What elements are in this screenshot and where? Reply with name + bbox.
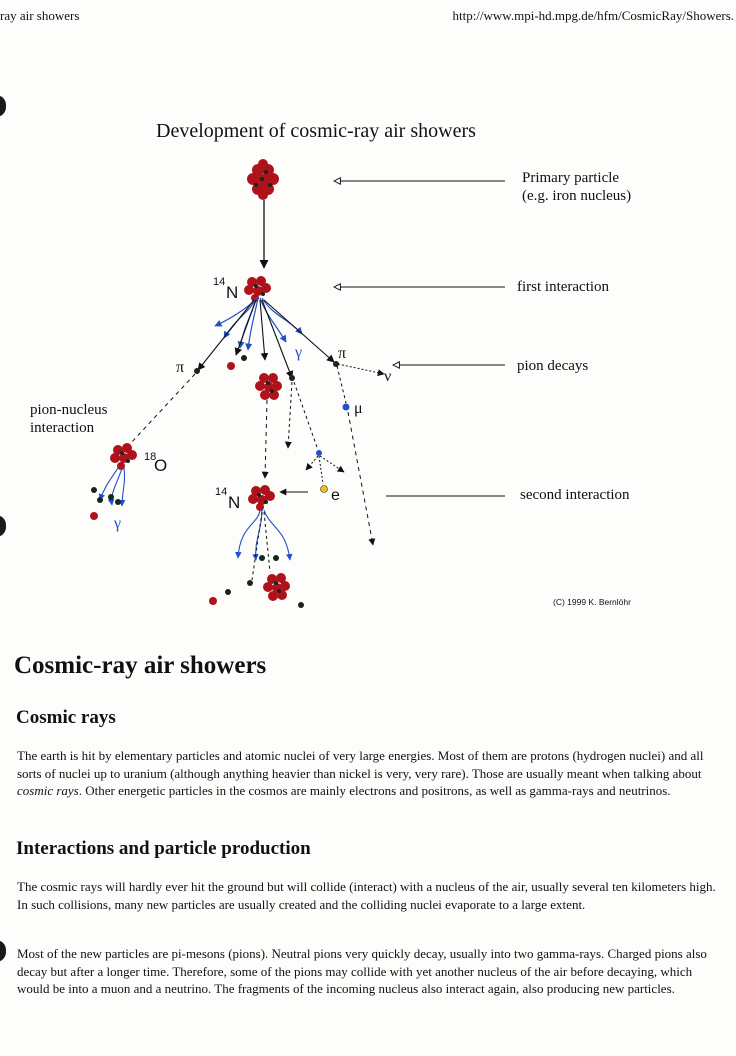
dark-particle	[115, 499, 121, 505]
gamma-label-upper: γ	[294, 344, 302, 361]
dashed-secondary-track	[293, 381, 319, 451]
section-heading-cosmic-rays: Cosmic rays	[16, 707, 116, 728]
n14-mass-number: 14	[213, 276, 225, 288]
muon-track	[336, 365, 347, 404]
muon-continuation-track	[347, 411, 376, 546]
section-heading-interactions: Interactions and particle production	[16, 838, 311, 859]
article-title: Cosmic-ray air showers	[14, 652, 267, 679]
label-pion-nucleus-line2: interaction	[30, 420, 95, 436]
dark-particle	[316, 450, 322, 456]
neutrino-track	[337, 363, 385, 377]
dark-particle	[241, 355, 247, 361]
dark-particle	[247, 580, 253, 586]
neutrino-label: ν	[384, 368, 391, 385]
first-interaction-gamma-rays	[214, 297, 303, 351]
dark-particle	[289, 375, 295, 381]
dashed-secondary-track	[305, 455, 319, 471]
binder-hole-mark	[0, 95, 6, 117]
emphasis-cosmic-rays: cosmic rays	[17, 783, 79, 798]
second-interaction-tracks	[251, 511, 271, 581]
binder-hole-mark	[0, 515, 6, 537]
paragraph-interactions-1: The cosmic rays will hardly ever hit the…	[17, 879, 716, 912]
pion-particle	[194, 368, 200, 374]
n14-element-symbol: N	[226, 283, 238, 302]
n14-second-element-symbol: N	[228, 493, 240, 512]
dark-particle	[298, 602, 304, 608]
dark-particle	[225, 589, 231, 595]
page-header-title: ray air showers	[0, 8, 80, 23]
first-interaction-tracks	[197, 299, 335, 379]
dashed-secondary-track	[319, 455, 345, 473]
dark-particle	[97, 497, 103, 503]
copyright-notice: (C) 1999 K. Bernlöhr	[553, 597, 631, 607]
air-shower-diagram: Development of cosmic-ray air showers Pr…	[30, 120, 631, 608]
pion-to-oxygen-track	[129, 373, 196, 445]
dark-particle	[91, 487, 97, 493]
dashed-secondary-track	[284, 381, 293, 449]
electron-track	[318, 455, 324, 485]
pion-particle	[333, 361, 339, 367]
electron-particle	[320, 485, 328, 493]
nucleus-fragment-cluster	[255, 373, 282, 400]
final-fragment-cluster	[263, 573, 290, 601]
dark-particle	[108, 494, 114, 500]
label-pion-nucleus-line1: pion-nucleus	[30, 402, 108, 418]
pion-label-left: π	[176, 359, 184, 376]
dark-particle	[259, 555, 265, 561]
diagram-title: Development of cosmic-ray air showers	[156, 120, 476, 142]
label-primary-line1: Primary particle	[522, 170, 619, 186]
oxygen-nucleus	[110, 443, 137, 470]
oxygen-interaction-gamma-rays	[98, 467, 126, 507]
paragraph-cosmic-rays: The earth is hit by elementary particles…	[17, 748, 704, 798]
n14-second-mass-number: 14	[215, 486, 227, 498]
red-fragment	[209, 597, 217, 605]
label-pion-decays: pion decays	[517, 358, 588, 374]
second-interaction-nucleus	[248, 485, 275, 511]
paragraph-interactions-2: Most of the new particles are pi-mesons …	[17, 946, 707, 996]
label-primary-line2: (e.g. iron nucleus)	[522, 188, 631, 204]
red-fragment	[227, 362, 235, 370]
page-header-url: http://www.mpi-hd.mpg.de/hfm/CosmicRay/S…	[452, 8, 734, 23]
gamma-label-lower: γ	[113, 515, 121, 532]
binder-hole-mark	[0, 940, 6, 962]
fragment-to-second-interaction-track	[261, 399, 269, 479]
o18-mass-number: 18	[144, 451, 156, 463]
second-interaction-gamma-rays	[235, 509, 293, 561]
label-first-interaction: first interaction	[517, 279, 610, 295]
muon-particle	[342, 403, 350, 411]
dark-particle	[273, 555, 279, 561]
o18-element-symbol: O	[154, 456, 167, 475]
primary-iron-nucleus	[247, 159, 279, 200]
electron-label: e	[331, 487, 340, 504]
label-second-interaction: second interaction	[520, 487, 630, 503]
red-fragment	[90, 512, 98, 520]
muon-label: μ	[354, 400, 363, 417]
pion-label-right: π	[338, 345, 346, 362]
